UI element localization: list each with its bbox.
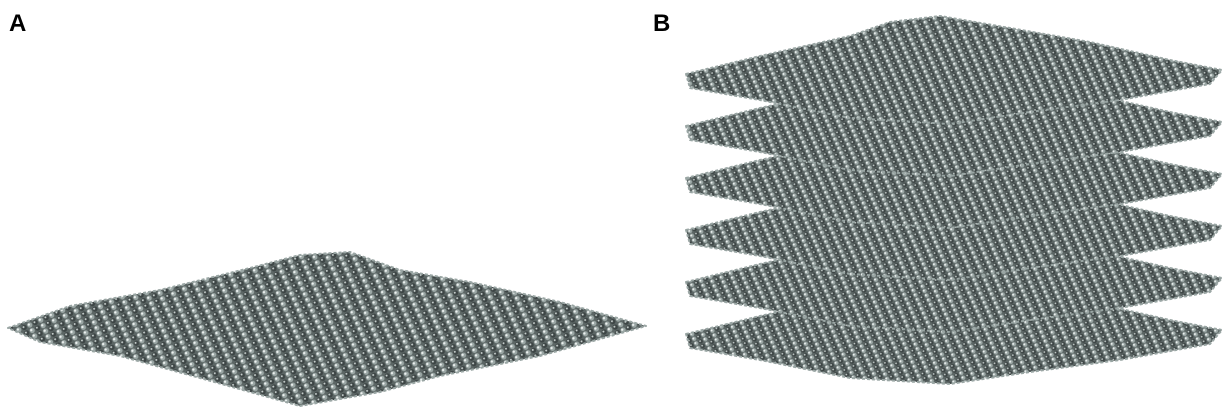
- panel-b: B: [650, 0, 1224, 410]
- stacked-graphene-sheets-illustration: [650, 0, 1224, 410]
- panel-a: A: [0, 0, 650, 410]
- graphene-sheet: [8, 252, 646, 406]
- single-graphene-sheet-illustration: [0, 0, 650, 410]
- sheet-stack-b: [686, 16, 1222, 384]
- sheet-stack-a: [8, 252, 646, 406]
